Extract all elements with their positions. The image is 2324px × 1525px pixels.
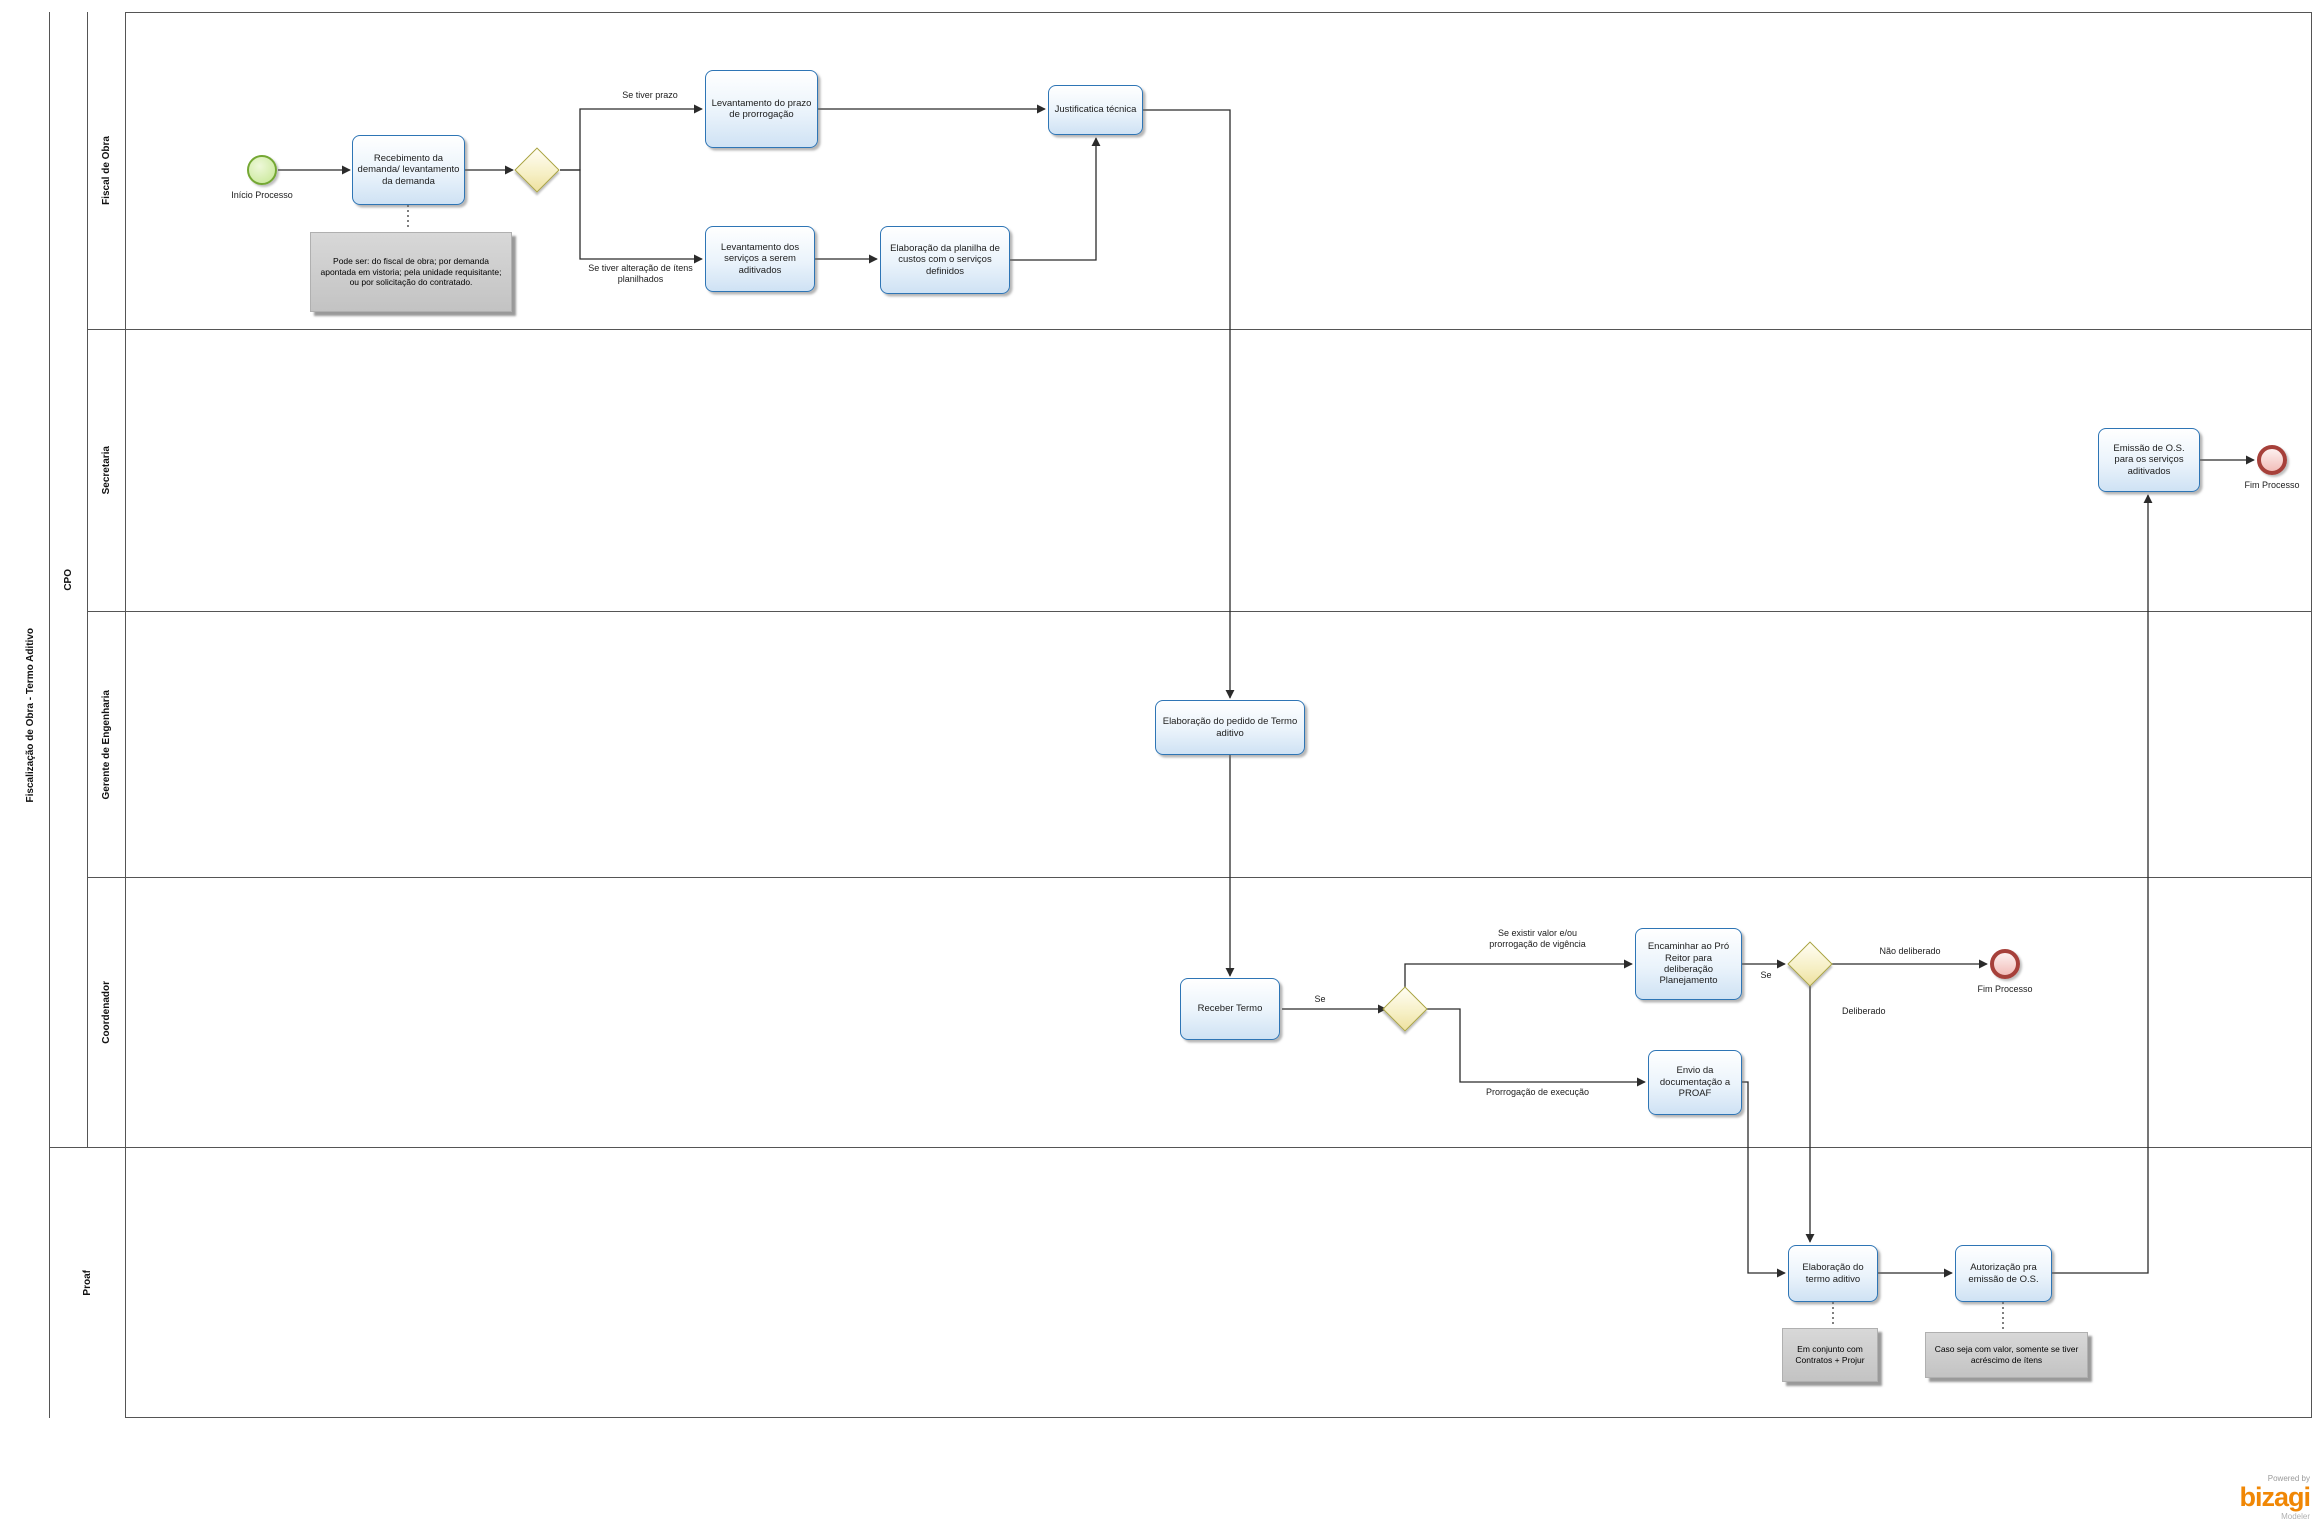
lane-coordenador: Coordenador bbox=[88, 878, 2312, 1148]
task-levantamento-prazo[interactable]: Levantamento do prazo de prorrogação bbox=[705, 70, 818, 148]
lane-secretaria-label: Secretaria bbox=[101, 446, 112, 495]
end-event-coordenador[interactable] bbox=[1990, 949, 2020, 979]
edge-label-prorrogacao-execucao: Prorrogação de execução bbox=[1485, 1087, 1590, 1097]
bizagi-logo[interactable]: bizagi bbox=[2239, 1482, 2311, 1512]
bizagi-modeler-text: Modeler bbox=[2281, 1512, 2310, 1521]
pool-proaf: Proaf bbox=[50, 1148, 2312, 1418]
start-event-label: Início Processo bbox=[231, 190, 293, 200]
lane-gerente-label-strip: Gerente de Engenharia bbox=[88, 612, 126, 877]
annotation-caso-seja[interactable]: Caso seja com valor, somente se tiver ac… bbox=[1925, 1332, 2088, 1378]
pool-proaf-label-strip: Proaf bbox=[50, 1148, 126, 1418]
lane-fiscal-label: Fiscal de Obra bbox=[101, 136, 112, 205]
pool-proaf-label: Proaf bbox=[82, 1270, 93, 1296]
task-autorizacao-os[interactable]: Autorização pra emissão de O.S. bbox=[1955, 1245, 2052, 1302]
lane-secretaria-label-strip: Secretaria bbox=[88, 330, 126, 611]
edge-label-se-tiver-prazo: Se tiver prazo bbox=[622, 90, 678, 100]
task-justificativa-tecnica[interactable]: Justificatica técnica bbox=[1048, 85, 1143, 135]
task-recebimento-demanda[interactable]: Recebimento da demanda/ levantamento da … bbox=[352, 135, 465, 205]
end-event-secretaria-label: Fim Processo bbox=[2244, 480, 2300, 490]
annotation-pode-ser[interactable]: Pode ser: do fiscal de obra; por demanda… bbox=[310, 232, 512, 312]
lane-gerente-engenharia: Gerente de Engenharia bbox=[88, 612, 2312, 878]
task-pedido-termo[interactable]: Elaboração do pedido de Termo aditivo bbox=[1155, 700, 1305, 755]
end-event-coordenador-label: Fim Processo bbox=[1977, 984, 2033, 994]
lane-coordenador-label-strip: Coordenador bbox=[88, 878, 126, 1147]
edge-label-se-tiver-alteracao: Se tiver alteração de ítens planilhados bbox=[588, 263, 693, 284]
task-envio-documentacao[interactable]: Envio da documentação a PROAF bbox=[1648, 1050, 1742, 1115]
task-receber-termo[interactable]: Receber Termo bbox=[1180, 978, 1280, 1040]
task-levantamento-servicos[interactable]: Levantamento dos serviços a serem aditiv… bbox=[705, 226, 815, 292]
pool-cpo-strip: CPO bbox=[50, 12, 88, 1148]
start-event[interactable] bbox=[247, 155, 277, 185]
task-encaminhar-pro-reitor[interactable]: Encaminhar ao Pró Reitor para deliberaçã… bbox=[1635, 928, 1742, 1000]
end-event-secretaria[interactable] bbox=[2257, 445, 2287, 475]
pool-cpo-label: CPO bbox=[63, 568, 74, 591]
task-planilha-custos[interactable]: Elaboração da planilha de custos com o s… bbox=[880, 226, 1010, 294]
lane-secretaria: Secretaria bbox=[88, 330, 2312, 612]
pool-title-strip: Fiscalização de Obra - Termo Aditivo bbox=[12, 12, 50, 1418]
annotation-em-conjunto[interactable]: Em conjunto com Contratos + Projur bbox=[1782, 1328, 1878, 1382]
powered-by-text: Powered by bbox=[2267, 1474, 2310, 1483]
process-title: Fiscalização de Obra - Termo Aditivo bbox=[25, 627, 36, 803]
edge-label-nao-deliberado: Não deliberado bbox=[1879, 946, 1941, 956]
task-elaboracao-termo[interactable]: Elaboração do termo aditivo bbox=[1788, 1245, 1878, 1302]
edge-label-se-encaminhar: Se bbox=[1760, 970, 1772, 980]
edge-label-se-existir-valor: Se existir valor e/ou prorrogação de vig… bbox=[1489, 928, 1586, 949]
lane-fiscal-label-strip: Fiscal de Obra bbox=[88, 12, 126, 329]
task-emissao-os[interactable]: Emissão de O.S. para os serviços aditiva… bbox=[2098, 428, 2200, 492]
lane-gerente-label: Gerente de Engenharia bbox=[101, 689, 112, 800]
edge-label-deliberado: Deliberado bbox=[1842, 1006, 1886, 1016]
lane-coordenador-label: Coordenador bbox=[101, 981, 112, 1044]
edge-label-se-receber: Se bbox=[1314, 994, 1326, 1004]
